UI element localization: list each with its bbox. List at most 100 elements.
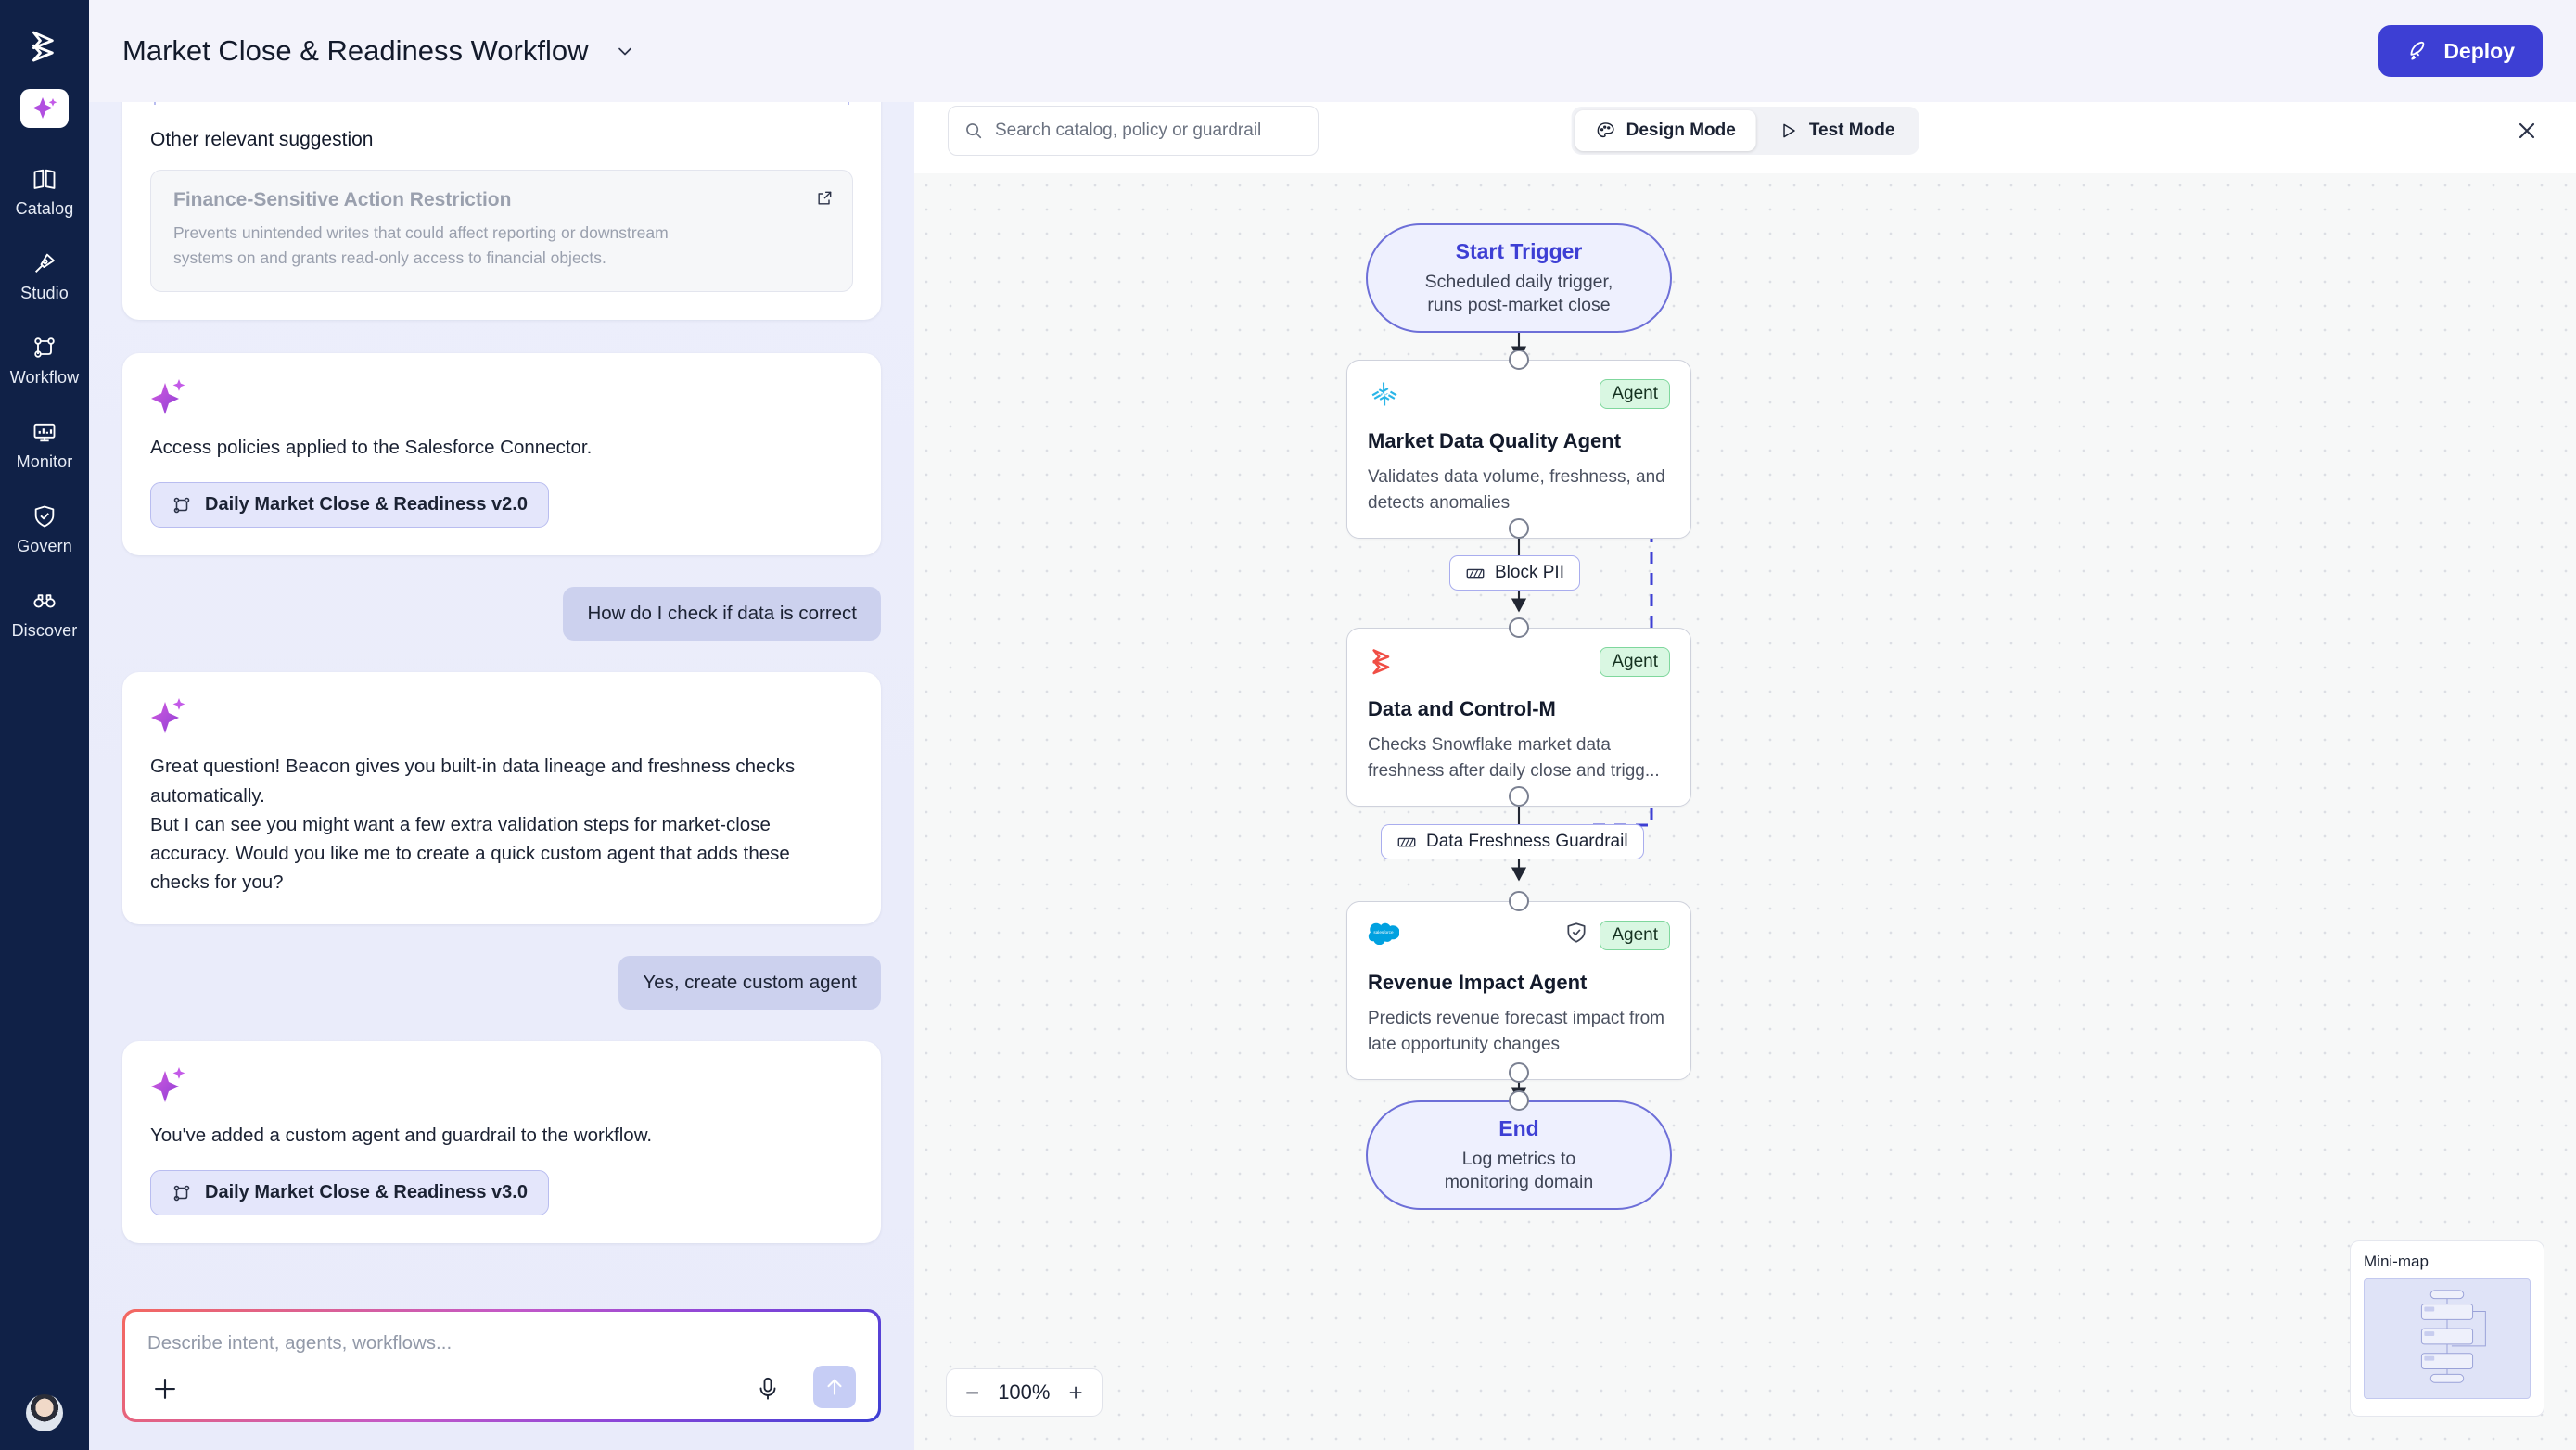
beacon-logo-icon[interactable] — [19, 20, 70, 72]
node-description: Checks Snowflake market data freshness a… — [1368, 735, 1660, 781]
suggestion-card: Other relevant suggestion Finance-Sensit… — [122, 88, 881, 321]
guardrail-icon — [1465, 566, 1486, 580]
play-icon — [1779, 121, 1799, 141]
sparkle-ai-icon[interactable] — [20, 89, 69, 128]
bmc-icon — [1368, 647, 1397, 677]
rocket-icon — [2406, 39, 2430, 63]
guardrail-icon — [1396, 835, 1417, 849]
policy-description: Prevents unintended writes that could af… — [173, 223, 669, 268]
mini-map[interactable]: Mini-map — [2350, 1240, 2544, 1417]
deploy-button[interactable]: Deploy — [2378, 25, 2543, 77]
chat-input[interactable]: Describe intent, agents, workflows... — [147, 1332, 453, 1354]
sidebar-item-govern[interactable]: Govern — [0, 493, 89, 562]
node-title: Data and Control-M — [1368, 697, 1556, 720]
status-badge: Agent — [1600, 921, 1670, 950]
binoculars-icon — [31, 587, 58, 615]
node-start-trigger[interactable]: Start Trigger Scheduled daily trigger, r… — [1366, 223, 1672, 393]
chat-panel: Other relevant suggestion Finance-Sensit… — [89, 88, 914, 1450]
node-title: Market Data Quality Agent — [1368, 429, 1622, 452]
zoom-level-value: 100% — [998, 1380, 1051, 1404]
guardrail-data-freshness[interactable]: Data Freshness Guardrail — [1381, 824, 1644, 859]
node-port-in[interactable] — [1509, 1090, 1529, 1111]
page-title: Market Close & Readiness Workflow — [122, 34, 589, 67]
monitor-chart-icon — [31, 418, 58, 446]
zoom-in-button[interactable]: + — [1068, 1379, 1083, 1406]
close-icon[interactable] — [2511, 115, 2543, 146]
node-port-in[interactable] — [1509, 891, 1529, 911]
sidebar-item-discover[interactable]: Discover — [0, 578, 89, 646]
guardrail-label: Data Freshness Guardrail — [1426, 832, 1628, 851]
mini-map-viewport[interactable] — [2364, 1278, 2531, 1399]
chevron-down-icon[interactable] — [613, 39, 637, 63]
workflow-nodes-icon — [172, 495, 192, 515]
sparkle-ai-icon — [150, 377, 193, 420]
node-subtitle: Scheduled daily trigger, runs post-marke… — [1424, 271, 1613, 315]
user-message-text: How do I check if data is correct — [563, 587, 881, 642]
canvas-toolbar: Search catalog, policy or guardrail Desi… — [914, 88, 2576, 173]
workflow-edges — [1511, 333, 1653, 1102]
pen-nib-icon — [31, 249, 58, 277]
node-data-and-control-m[interactable]: Agent Data and Control-M Checks Snowflak… — [1346, 617, 1691, 808]
snowflake-icon — [1368, 379, 1399, 411]
sidebar-item-monitor[interactable]: Monitor — [0, 409, 89, 477]
node-market-data-quality-agent[interactable]: Agent Market Data Quality Agent Validate… — [1346, 350, 1691, 540]
zoom-out-button[interactable]: − — [965, 1379, 980, 1406]
guardrail-block-pii[interactable]: Block PII — [1449, 555, 1580, 591]
sidebar-item-label: Catalog — [15, 199, 74, 218]
status-badge: Agent — [1600, 379, 1670, 409]
guardrail-label: Block PII — [1495, 563, 1564, 582]
node-end[interactable]: End Log metrics to monitoring domain — [1366, 1090, 1672, 1210]
sidebar-item-workflow[interactable]: Workflow — [0, 324, 89, 393]
workflow-nodes-icon — [31, 334, 58, 362]
workflow-version-chip[interactable]: Daily Market Close & Readiness v2.0 — [150, 482, 549, 528]
sidebar-item-catalog[interactable]: Catalog — [0, 156, 89, 224]
node-description: Validates data volume, freshness, and de… — [1368, 467, 1665, 513]
plus-icon[interactable] — [149, 1373, 181, 1405]
workflow-nodes-icon — [172, 1183, 192, 1203]
node-description: Predicts revenue forecast impact from la… — [1368, 1009, 1664, 1054]
tab-design-mode-label: Design Mode — [1626, 121, 1736, 140]
assistant-message: You've added a custom agent and guardrai… — [122, 1041, 881, 1244]
assistant-message-text: You've added a custom agent and guardrai… — [150, 1125, 653, 1147]
workflow-canvas-panel: Search catalog, policy or guardrail Desi… — [914, 88, 2576, 1450]
node-port-out[interactable] — [1509, 786, 1529, 807]
microphone-icon[interactable] — [754, 1375, 782, 1403]
sidebar-item-studio[interactable]: Studio — [0, 240, 89, 309]
svg-text:salesforce: salesforce — [1373, 930, 1394, 935]
node-port-in[interactable] — [1509, 350, 1529, 370]
node-port-out[interactable] — [1509, 518, 1529, 539]
node-title: Revenue Impact Agent — [1368, 971, 1588, 994]
mini-map-graph — [2420, 1290, 2486, 1383]
sidebar-item-label: Govern — [17, 537, 72, 555]
tab-test-mode[interactable]: Test Mode — [1758, 110, 1916, 151]
primary-sidebar: Catalog Studio Workflow — [0, 0, 89, 1450]
user-message: Yes, create custom agent — [122, 956, 881, 1011]
node-subtitle: Log metrics to monitoring domain — [1444, 1148, 1594, 1192]
assistant-message: Access policies applied to the Salesforc… — [122, 353, 881, 556]
palette-icon — [1596, 121, 1616, 141]
policy-suggestion-card[interactable]: Finance-Sensitive Action Restriction Pre… — [150, 170, 853, 293]
workflow-version-chip-label: Daily Market Close & Readiness v2.0 — [205, 494, 528, 515]
user-message-text: Yes, create custom agent — [618, 956, 881, 1011]
node-title: Start Trigger — [1455, 238, 1583, 263]
avatar[interactable] — [26, 1394, 63, 1431]
salesforce-icon: salesforce — [1368, 921, 1399, 945]
sparkle-ai-icon — [150, 696, 193, 739]
search-input[interactable]: Search catalog, policy or guardrail — [948, 106, 1319, 156]
workflow-version-chip[interactable]: Daily Market Close & Readiness v3.0 — [150, 1170, 549, 1216]
user-message: How do I check if data is correct — [122, 587, 881, 642]
node-title: End — [1498, 1115, 1539, 1140]
book-icon — [31, 165, 58, 193]
tab-design-mode[interactable]: Design Mode — [1575, 110, 1756, 151]
send-button[interactable] — [813, 1366, 856, 1408]
workflow-canvas[interactable]: Start Trigger Scheduled daily trigger, r… — [914, 173, 2576, 1450]
node-port-out[interactable] — [1509, 1062, 1529, 1083]
external-link-icon[interactable] — [815, 189, 834, 212]
node-revenue-impact-agent[interactable]: salesforce Agent Revenue Impact Agent — [1346, 891, 1691, 1083]
mode-toggle-group: Design Mode Test Mode — [1571, 107, 1919, 155]
chat-composer-inner[interactable]: Describe intent, agents, workflows... — [125, 1312, 878, 1419]
tab-test-mode-label: Test Mode — [1808, 121, 1895, 140]
node-port-in[interactable] — [1509, 617, 1529, 638]
workflow-version-chip-label: Daily Market Close & Readiness v3.0 — [205, 1182, 528, 1203]
sidebar-item-label: Workflow — [9, 368, 80, 387]
